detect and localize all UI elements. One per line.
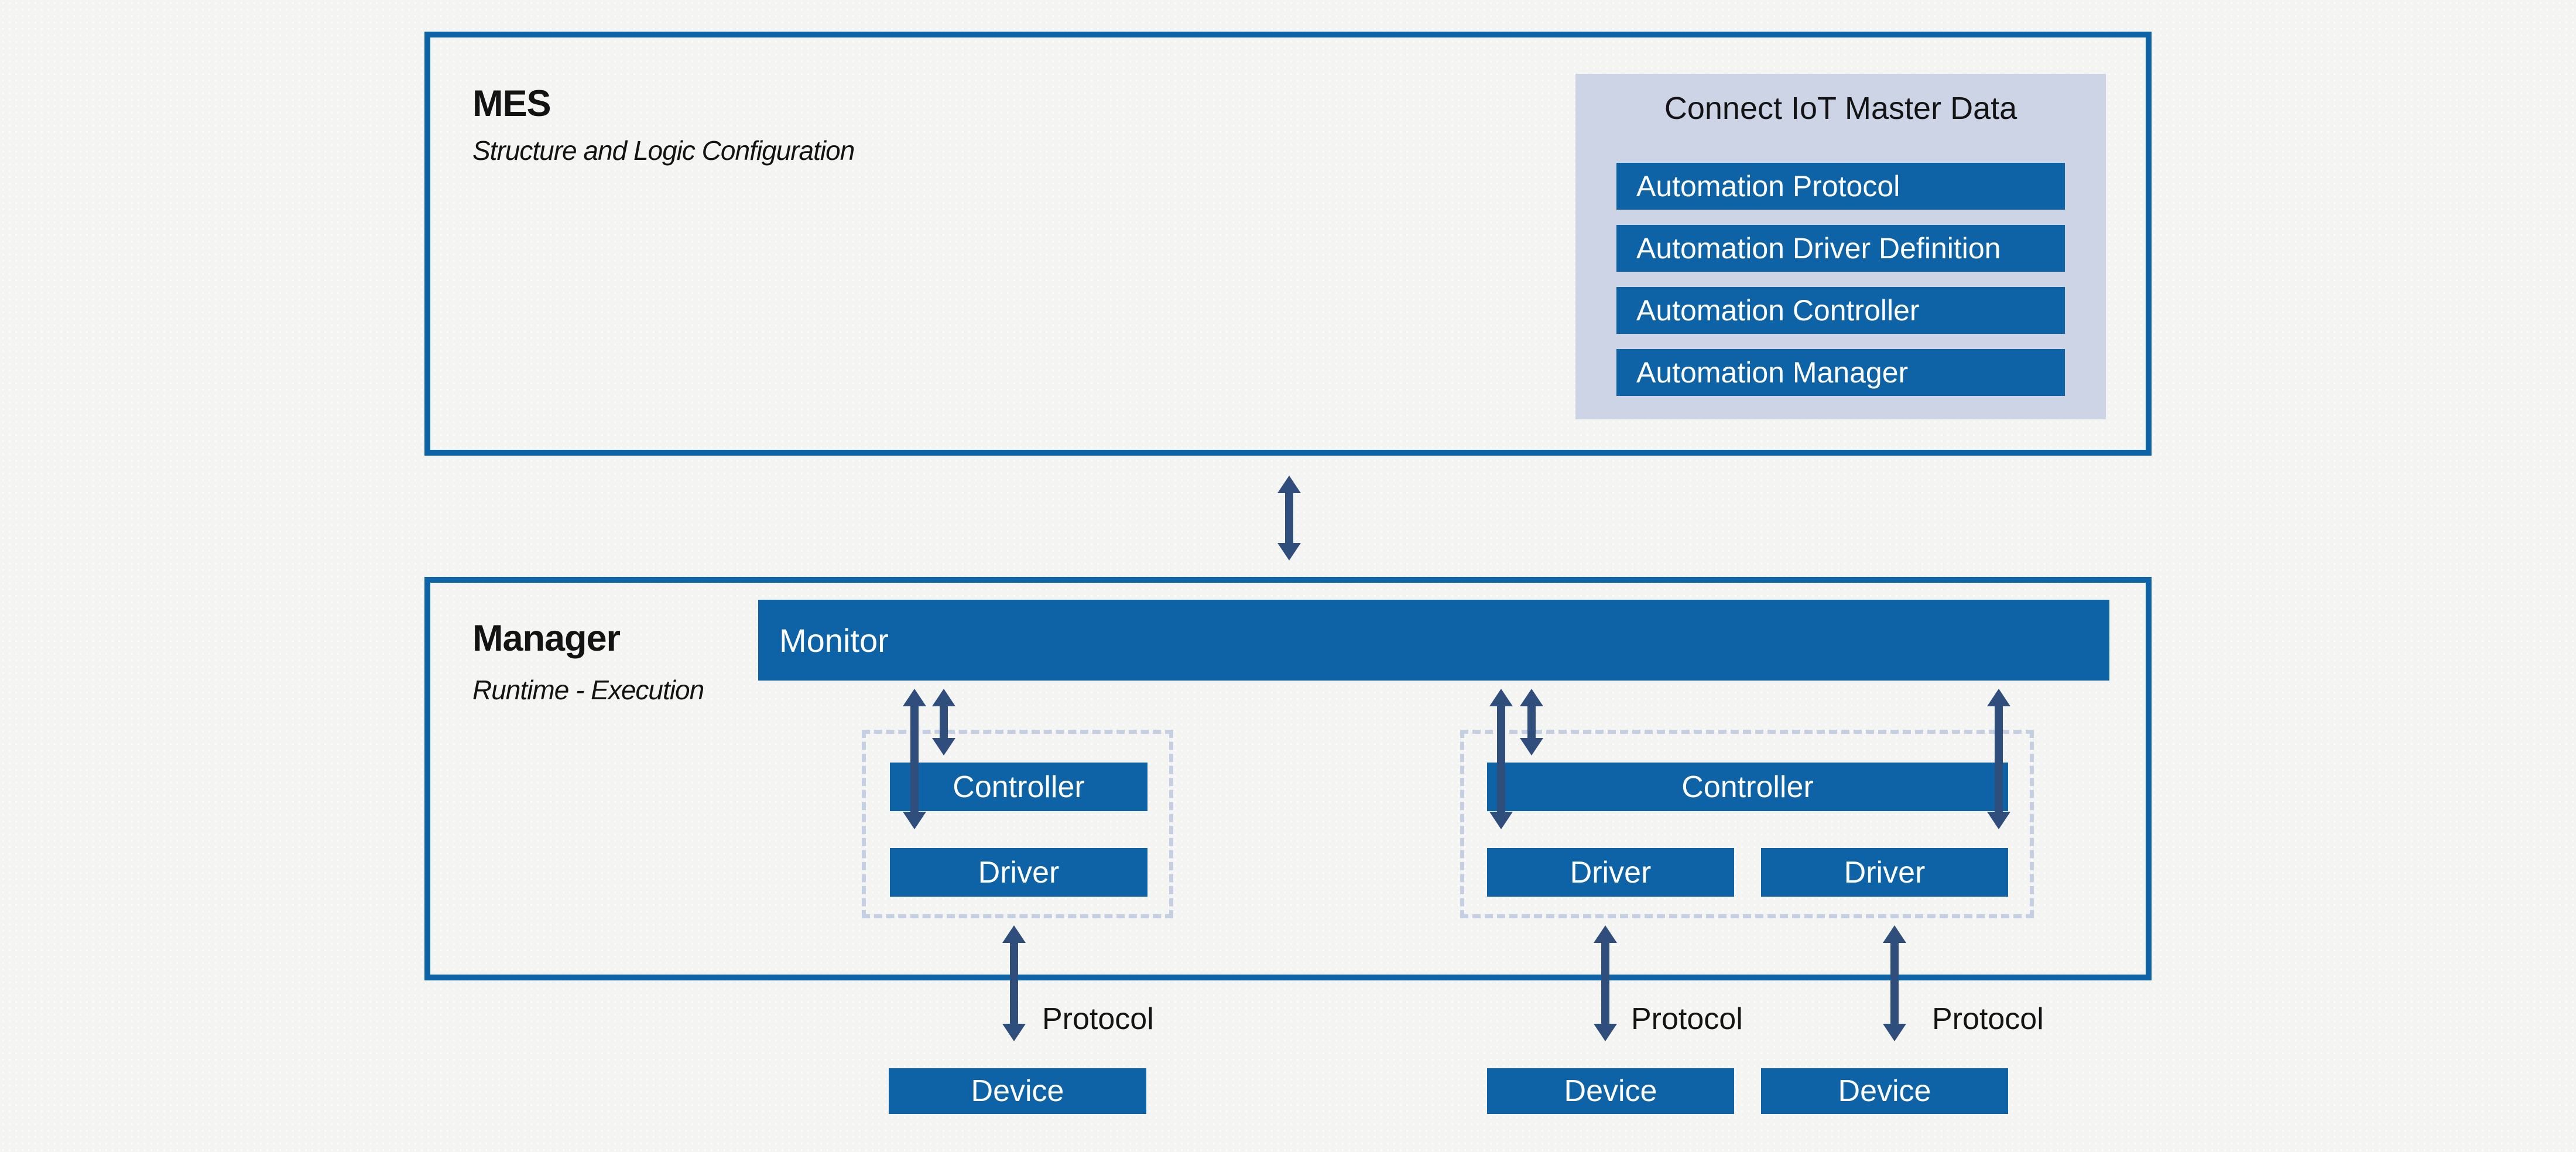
mes-box: MES Structure and Logic Configuration Co… <box>424 32 2152 456</box>
master-data-item-automation-manager: Automation Manager <box>1616 349 2065 396</box>
mes-manager-double-arrow-icon <box>1277 476 1301 560</box>
monitor-label: Monitor <box>779 621 889 659</box>
device-box-2: Device <box>1487 1068 1734 1114</box>
mes-subtitle: Structure and Logic Configuration <box>472 135 855 166</box>
monitor-controller-left-short-arrow-icon <box>932 689 955 756</box>
arrow-shaft <box>1601 941 1609 1026</box>
protocol-arrow-3-icon <box>1883 925 1906 1041</box>
mes-title: MES <box>472 83 551 124</box>
monitor-controller-right-long-arrow-icon <box>1489 689 1513 829</box>
protocol-label-1: Protocol <box>1042 1002 1154 1036</box>
master-data-item-automation-controller: Automation Controller <box>1616 287 2065 334</box>
master-data-title: Connect IoT Master Data <box>1664 91 2017 126</box>
device-box-1: Device <box>889 1068 1146 1114</box>
arrow-shaft <box>1010 941 1018 1026</box>
protocol-arrow-2-icon <box>1594 925 1617 1041</box>
arrow-shaft <box>910 704 919 814</box>
connect-iot-master-data-panel: Connect IoT Master Data Automation Proto… <box>1575 74 2106 419</box>
driver-box-left: Driver <box>890 848 1147 897</box>
arrow-shaft <box>1995 704 2003 814</box>
controller-box-right: Controller <box>1487 763 2008 811</box>
monitor-controller-right-edge-arrow-icon <box>1987 689 2010 829</box>
arrow-shaft <box>1890 941 1899 1026</box>
arrow-shaft <box>1527 704 1536 740</box>
master-data-item-automation-driver-definition: Automation Driver Definition <box>1616 225 2065 272</box>
controller-box-left: Controller <box>890 763 1147 811</box>
protocol-label-2: Protocol <box>1631 1002 1743 1036</box>
driver-box-right-2: Driver <box>1761 848 2008 897</box>
protocol-label-3: Protocol <box>1932 1002 2044 1036</box>
monitor-controller-right-short-arrow-icon <box>1520 689 1543 756</box>
manager-subtitle: Runtime - Execution <box>472 675 704 705</box>
manager-title: Manager <box>472 618 621 659</box>
arrow-shaft <box>940 704 948 740</box>
arrow-shaft <box>1497 704 1505 814</box>
monitor-controller-left-long-arrow-icon <box>903 689 926 829</box>
monitor-bar: Monitor <box>758 600 2109 681</box>
master-data-item-automation-protocol: Automation Protocol <box>1616 163 2065 210</box>
driver-box-right-1: Driver <box>1487 848 1734 897</box>
device-box-3: Device <box>1761 1068 2008 1114</box>
arrow-shaft <box>1285 491 1293 545</box>
manager-box: Manager Runtime - Execution Monitor Cont… <box>424 577 2152 980</box>
controller-group-left <box>862 730 1173 918</box>
protocol-arrow-1-icon <box>1002 925 1026 1041</box>
controller-group-right <box>1460 730 2034 918</box>
